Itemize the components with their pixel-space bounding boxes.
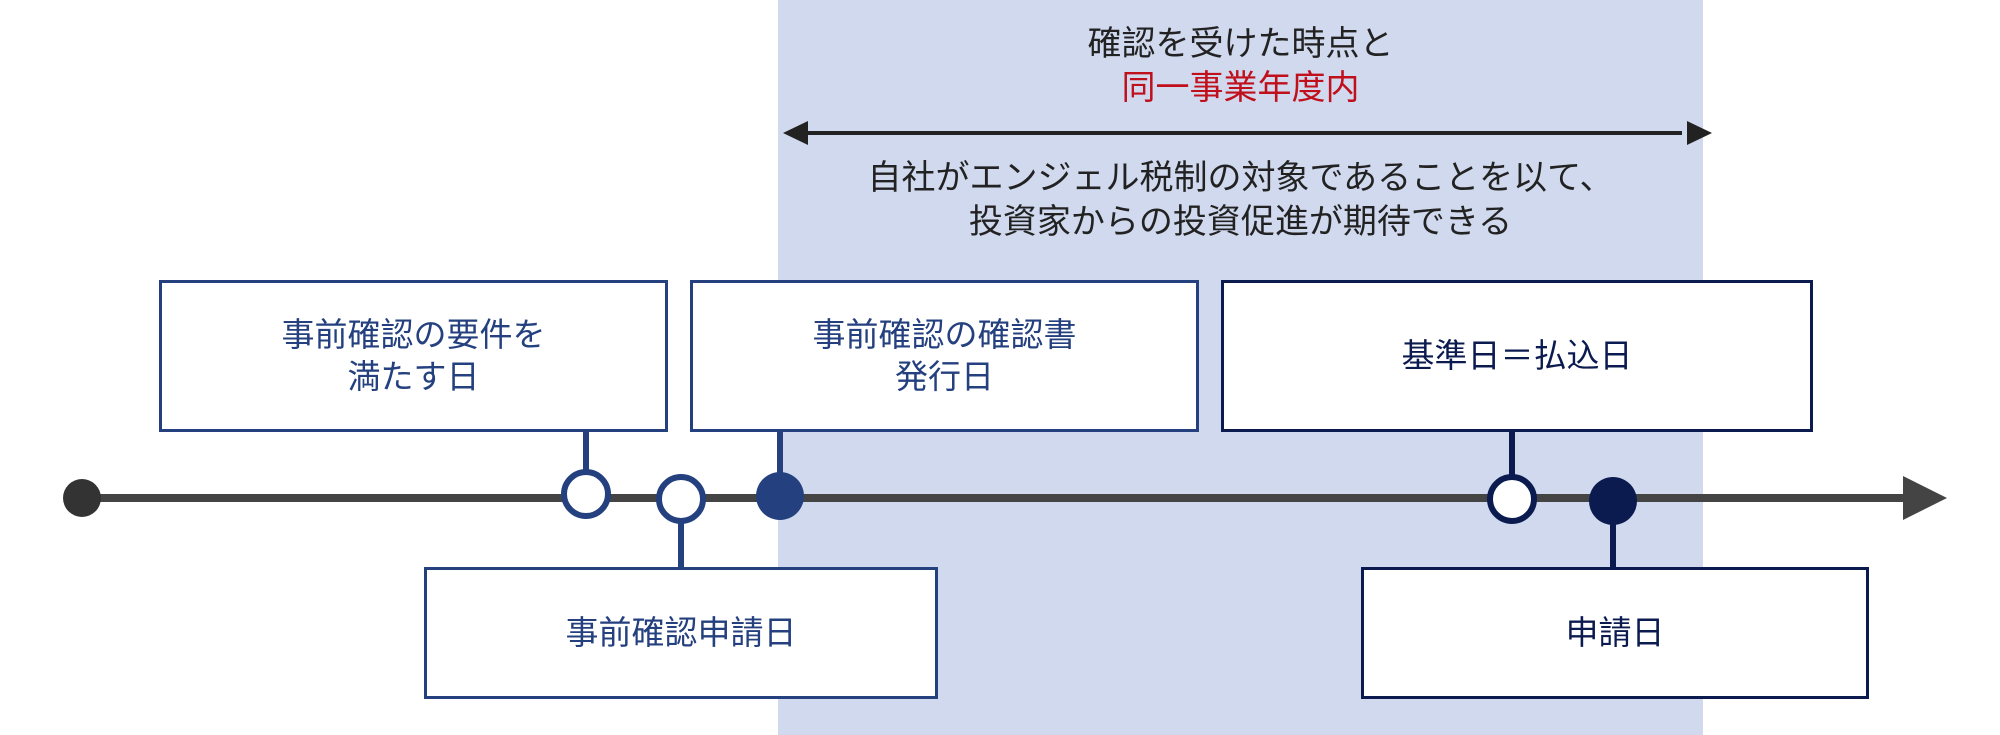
- marker-requirements-open: [561, 469, 611, 519]
- header-line-2-highlight: 同一事業年度内: [1121, 68, 1360, 108]
- box-pre-application: 事前確認申請日: [424, 567, 938, 699]
- fiscal-year-arrow-right-head: [1687, 121, 1712, 145]
- timeline-arrow-head: [1903, 476, 1947, 520]
- description-line-1: 自社がエンジェル税制の対象であることを以て、: [867, 158, 1614, 198]
- fiscal-year-arrow-left-head: [783, 121, 808, 145]
- base-date-label: 基準日＝払込日: [1401, 336, 1633, 375]
- marker-base-date-open: [1487, 474, 1537, 524]
- box-application: 申請日: [1361, 567, 1869, 699]
- marker-application-filled: [1589, 477, 1637, 525]
- timeline-start-dot: [63, 479, 101, 517]
- box-base-date: 基準日＝払込日: [1221, 280, 1813, 432]
- marker-pre-application-open: [656, 474, 706, 524]
- requirements-label-1: 事前確認の要件を: [281, 315, 546, 354]
- box-certificate-issued: 事前確認の確認書 発行日: [690, 280, 1199, 432]
- certificate-label-2: 発行日: [895, 357, 994, 396]
- box-requirements-met: 事前確認の要件を 満たす日: [159, 280, 668, 432]
- marker-certificate-filled: [756, 472, 804, 520]
- application-label: 申請日: [1565, 613, 1665, 652]
- requirements-label-2: 満たす日: [347, 357, 480, 396]
- description-line-2: 投資家からの投資促進が期待できる: [968, 202, 1513, 242]
- pre-application-label: 事前確認申請日: [565, 613, 797, 652]
- header-line-1: 確認を受けた時点と: [1087, 24, 1394, 64]
- certificate-label-1: 事前確認の確認書: [812, 315, 1077, 354]
